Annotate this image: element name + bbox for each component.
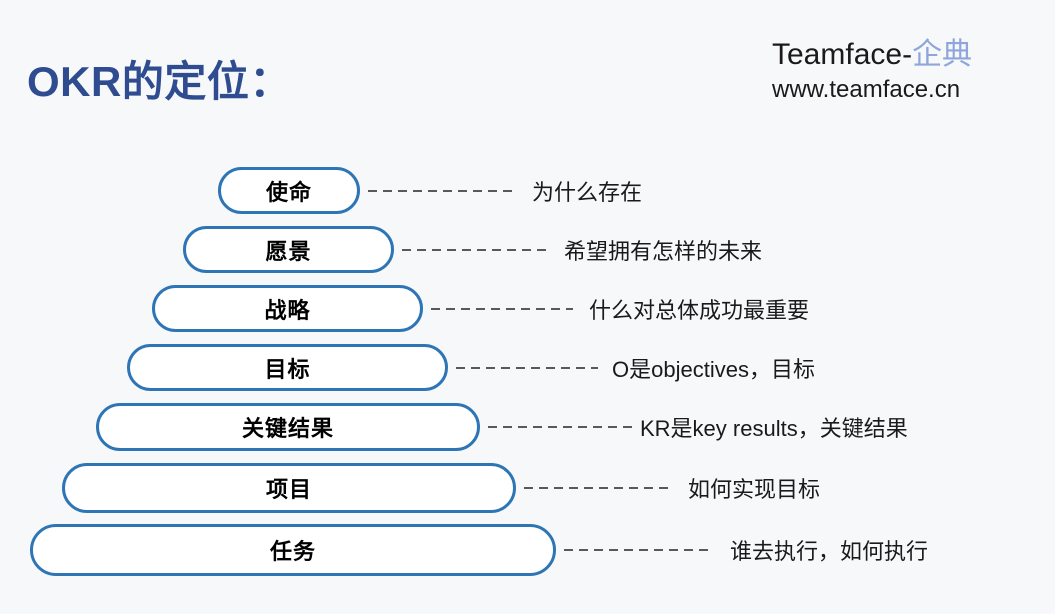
connector-dashed-line	[368, 189, 516, 192]
pyramid-row-vision: 愿景 希望拥有怎样的未来	[0, 226, 762, 273]
pill-task: 任务	[30, 524, 556, 576]
row-description: O是objectives，目标	[612, 356, 815, 382]
connector-dashed-line	[524, 487, 670, 489]
row-description: 谁去执行，如何执行	[730, 539, 929, 564]
connector-dashed-line	[456, 366, 598, 369]
pill-strategy: 战略	[152, 285, 423, 332]
pill-objective: 目标	[127, 344, 448, 391]
row-description: 什么对总体成功最重要	[589, 297, 810, 323]
pyramid-row-mission: 使命 为什么存在	[0, 167, 642, 214]
row-description: 如何实现目标	[688, 477, 821, 502]
pill-label: 使命	[265, 179, 312, 205]
pyramid-row-project: 项目 如何实现目标	[0, 463, 820, 513]
row-description: KR是key results，关键结果	[640, 416, 908, 441]
brand-website: www.teamface.cn	[772, 75, 961, 103]
pill-key-results: 关键结果	[96, 403, 480, 451]
row-description: 希望拥有怎样的未来	[564, 238, 763, 264]
pill-project: 项目	[62, 463, 516, 513]
pill-mission: 使命	[218, 167, 360, 214]
pyramid-row-strategy: 战略 什么对总体成功最重要	[0, 285, 809, 332]
connector-dashed-line	[564, 549, 712, 551]
brand-name: Teamface-	[772, 38, 913, 71]
pill-label: 战略	[264, 297, 311, 323]
pyramid-row-task: 任务 谁去执行，如何执行	[0, 524, 928, 576]
pill-vision: 愿景	[183, 226, 394, 273]
connector-dashed-line	[488, 426, 638, 428]
pill-label: 目标	[264, 356, 311, 382]
pyramid-row-key-results: 关键结果 KR是key results，关键结果	[0, 403, 908, 451]
page-title: OKR的定位：	[27, 58, 292, 105]
pill-label: 任务	[269, 539, 316, 564]
brand-suffix: 企典	[912, 38, 973, 71]
pill-label: 项目	[265, 477, 312, 502]
brand-logo-text: Teamface-企典	[772, 38, 972, 73]
pill-label: 关键结果	[241, 416, 334, 441]
brand-block: Teamface-企典 www.teamface.cn	[772, 38, 972, 103]
connector-dashed-line	[431, 307, 573, 310]
row-description: 为什么存在	[532, 179, 643, 205]
pyramid-row-objective: 目标 O是objectives，目标	[0, 344, 815, 391]
pill-label: 愿景	[265, 238, 312, 264]
connector-dashed-line	[402, 248, 548, 251]
